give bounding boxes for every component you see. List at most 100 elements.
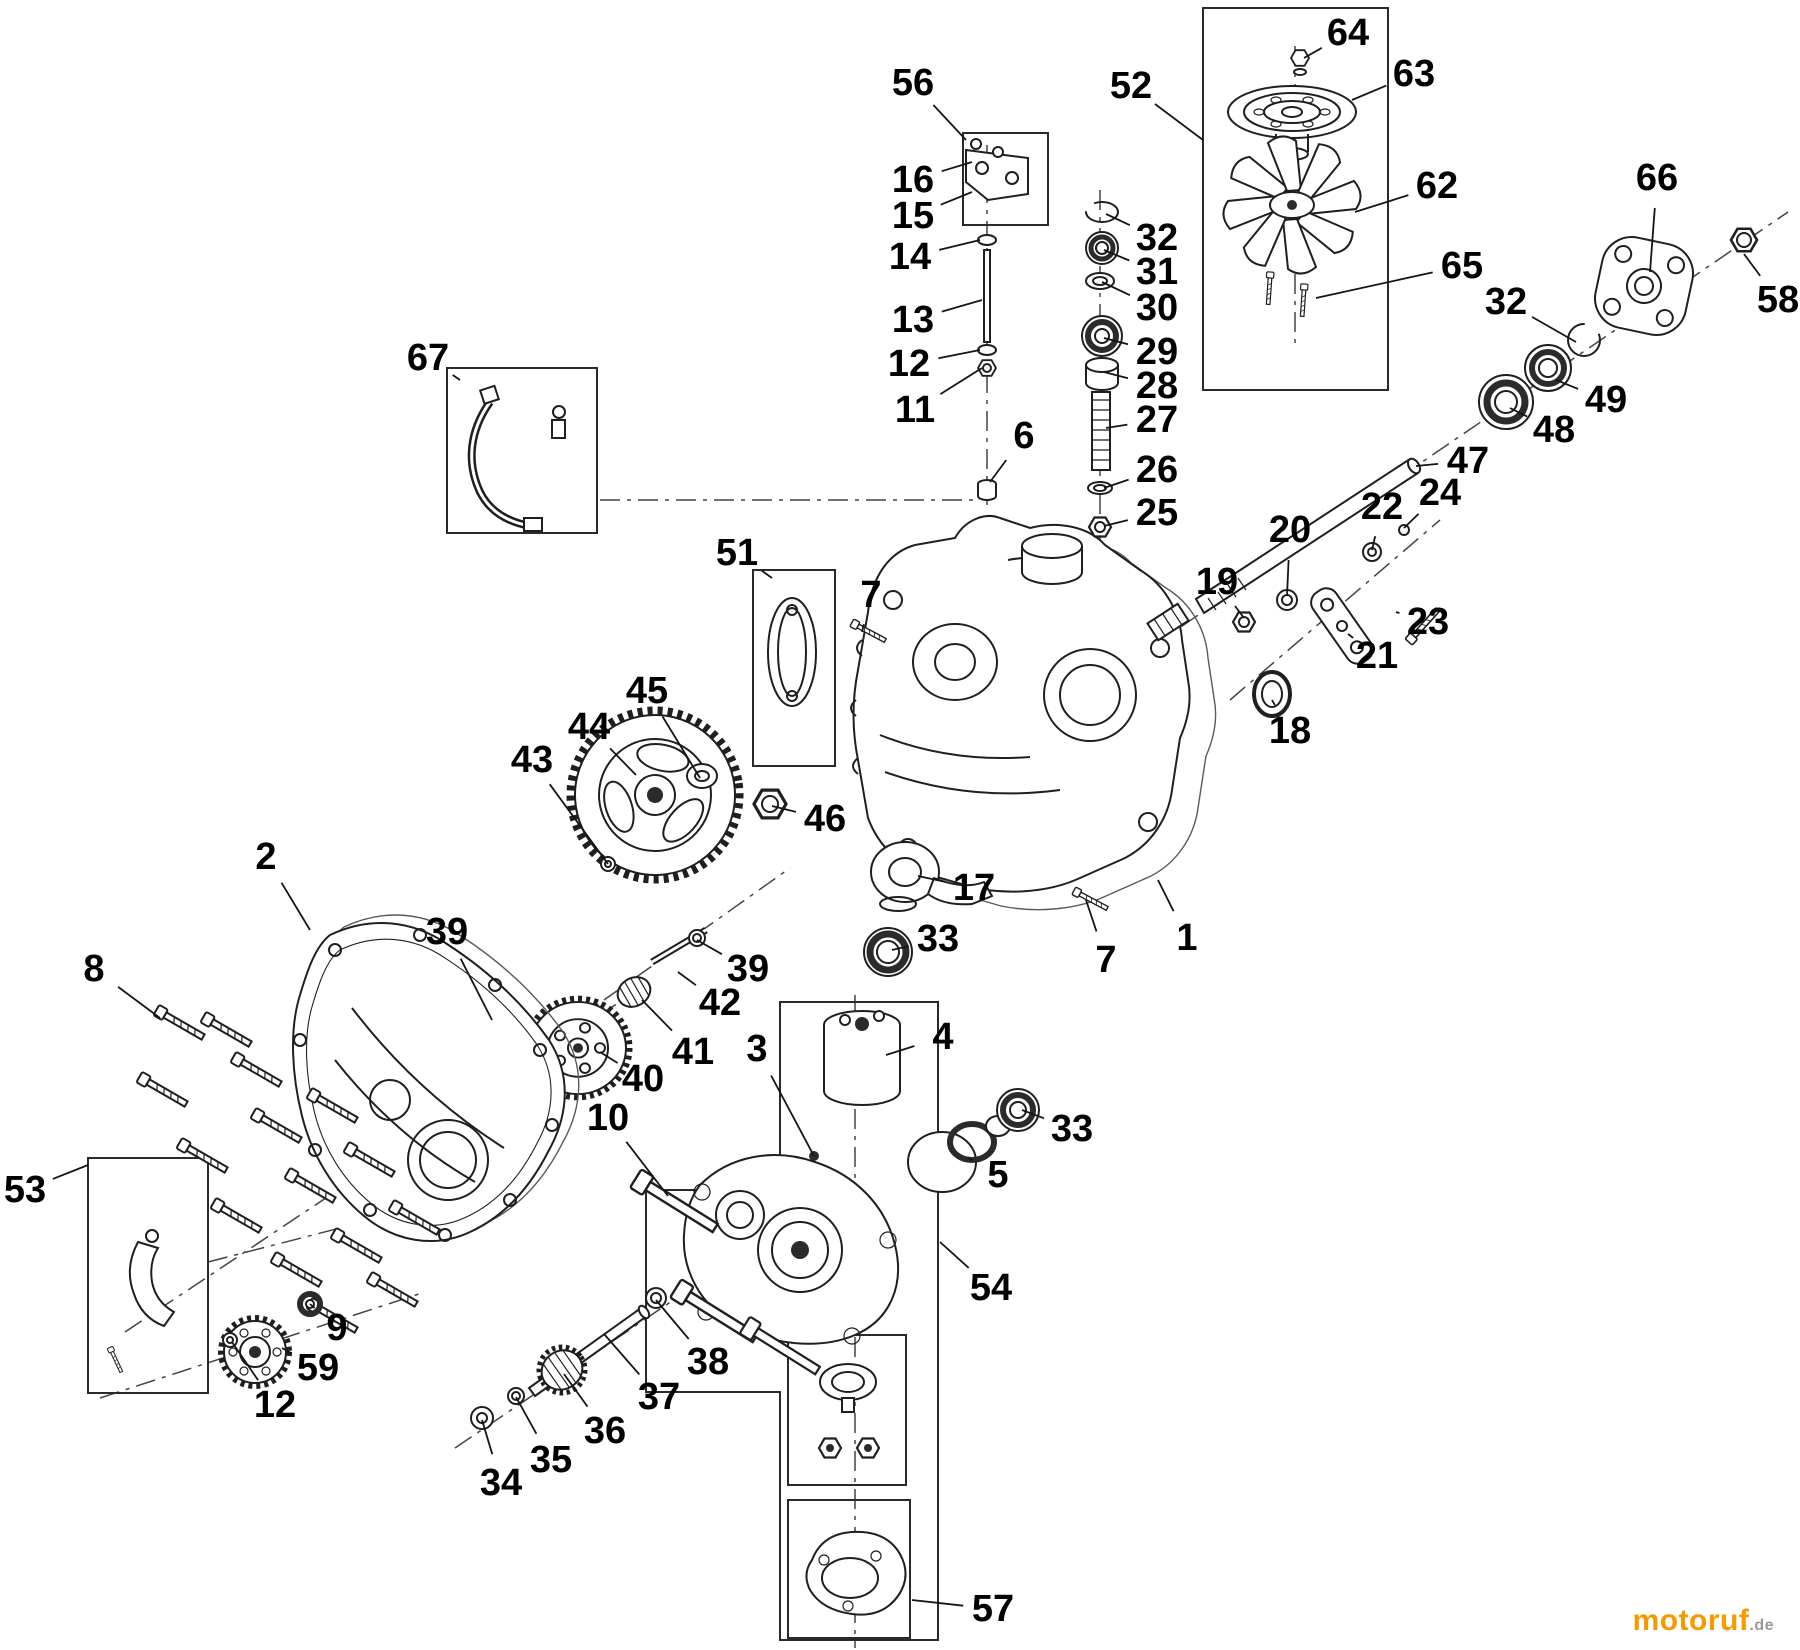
leader-line-31 (1103, 249, 1130, 262)
side-cover (292, 914, 580, 1243)
leader-line-6 (989, 459, 1007, 483)
leader-line-19 (1234, 605, 1245, 619)
callout-28: 28 (1136, 365, 1178, 407)
leader-line-33 (891, 945, 910, 951)
leader-line-34 (481, 1419, 494, 1455)
nut-46 (752, 788, 788, 820)
washer-22 (1362, 542, 1382, 562)
callout-40: 40 (622, 1058, 664, 1100)
callout-21: 21 (1356, 635, 1398, 677)
spline-coupler (1146, 602, 1190, 642)
callout-31: 31 (1136, 251, 1178, 293)
callout-41: 41 (672, 1031, 714, 1073)
control-trunnion (870, 841, 994, 912)
watermark-logo[interactable]: motoruf.de (1633, 1604, 1774, 1638)
callout-19: 19 (1196, 561, 1238, 603)
pin-24 (1398, 524, 1410, 536)
leader-line-39 (459, 958, 493, 1021)
leader-line-12 (231, 1341, 259, 1381)
callout-20: 20 (1269, 509, 1311, 551)
nut-58 (1729, 227, 1759, 253)
callout-45: 45 (626, 670, 668, 712)
callout-66: 66 (1636, 157, 1678, 199)
leader-line-17 (917, 875, 945, 883)
callout-39: 39 (426, 911, 468, 953)
pump-stack (1081, 201, 1123, 538)
leader-line-14 (938, 239, 981, 251)
callout-6: 6 (1013, 415, 1034, 457)
leader-line-48 (1509, 407, 1528, 418)
bearing-49 (1524, 344, 1572, 392)
callout-36: 36 (584, 1410, 626, 1452)
callout-11: 11 (895, 389, 935, 431)
callout-51: 51 (716, 532, 758, 574)
callout-17: 17 (953, 867, 995, 909)
brake-hardware (1231, 524, 1442, 718)
callout-46: 46 (804, 798, 846, 840)
leader-line-7 (861, 623, 865, 633)
leader-line-23 (1395, 611, 1400, 614)
kit-boxes (87, 7, 1389, 1641)
callout-25: 25 (1136, 492, 1178, 534)
callout-58: 58 (1757, 279, 1799, 321)
leader-line-33 (1021, 1109, 1045, 1120)
callout-35: 35 (530, 1439, 572, 1481)
leader-line-66 (1649, 207, 1656, 273)
callout-10: 10 (587, 1097, 629, 1139)
callout-33: 33 (1051, 1108, 1093, 1150)
leader-line-65 (1315, 271, 1433, 299)
kit-box-54 (645, 1001, 939, 1641)
callout-39: 39 (727, 948, 769, 990)
callout-27: 27 (1136, 399, 1178, 441)
leader-line-41 (641, 999, 673, 1032)
leader-line-8 (117, 986, 161, 1019)
hose-67 (467, 384, 566, 532)
leader-line-32 (1105, 213, 1131, 227)
leader-line-29 (1103, 337, 1129, 346)
leader-line-63 (1351, 84, 1387, 101)
leader-line-45 (661, 716, 701, 779)
pinion-41 (616, 976, 652, 1008)
washer-35 (507, 1387, 525, 1405)
leader-line-47 (1415, 463, 1439, 467)
leader-line-22 (1371, 535, 1377, 551)
callout-43: 43 (511, 739, 553, 781)
callout-13: 13 (892, 299, 934, 341)
watermark-text: motoruf (1632, 1604, 1750, 1637)
leader-line-56 (932, 104, 967, 141)
leader-line-53 (52, 1164, 89, 1180)
leader-line-52 (1154, 103, 1204, 141)
callout-57: 57 (972, 1588, 1014, 1630)
callout-37: 37 (638, 1376, 680, 1418)
callout-30: 30 (1136, 287, 1178, 329)
leader-line-62 (1354, 194, 1409, 213)
leader-line-39 (696, 939, 723, 955)
leader-line-58 (1743, 253, 1761, 277)
callout-56: 56 (892, 62, 934, 104)
fan-62 (1222, 135, 1362, 275)
callout-53: 53 (4, 1169, 46, 1211)
leader-line-20 (1286, 559, 1290, 597)
callout-3: 3 (746, 1028, 767, 1070)
callout-48: 48 (1533, 409, 1575, 451)
callout-15: 15 (892, 195, 934, 237)
callout-2: 2 (255, 836, 276, 878)
output-housing-10 (682, 1154, 900, 1345)
leader-line-13 (941, 299, 983, 313)
leader-line-51 (760, 569, 773, 579)
callout-49: 49 (1585, 379, 1627, 421)
leader-line-30 (1101, 281, 1131, 297)
leader-line-18 (1271, 699, 1276, 706)
leader-line-1 (1157, 879, 1175, 912)
callout-12: 12 (254, 1384, 296, 1426)
brake-kit-53 (106, 1229, 176, 1374)
callout-29: 29 (1136, 331, 1178, 373)
callout-64: 64 (1327, 12, 1369, 54)
callout-33: 33 (917, 918, 959, 960)
leader-line-49 (1555, 379, 1579, 390)
breather-kit-57 (805, 1363, 907, 1616)
leader-line-15 (940, 191, 973, 206)
leader-line-12 (938, 349, 981, 360)
callout-63: 63 (1393, 53, 1435, 95)
gasket-51 (767, 597, 817, 707)
